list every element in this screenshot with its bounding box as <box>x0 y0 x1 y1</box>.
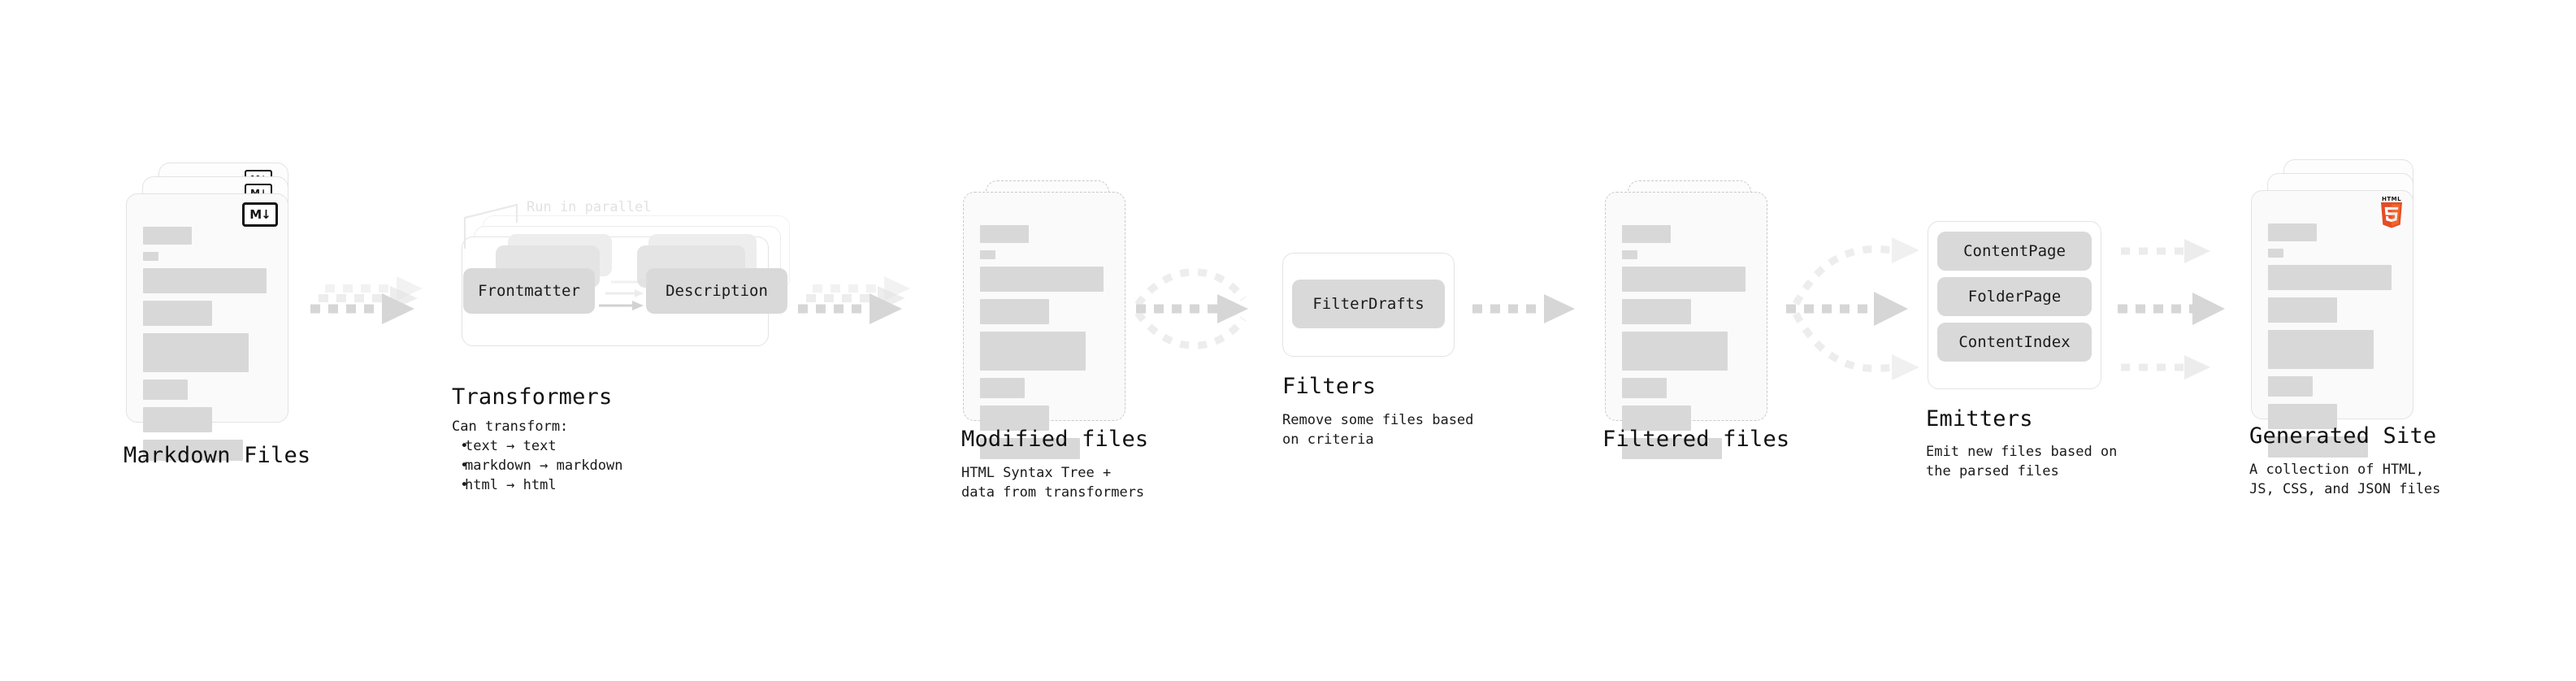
markdown-icon: M↓ <box>242 202 278 227</box>
markdown-files-title: Markdown Files <box>124 443 311 468</box>
markdown-card-front: M↓ <box>126 193 288 461</box>
emitter-chip-folderpage[interactable]: FolderPage <box>1937 277 2092 316</box>
skeleton-row <box>1622 267 1746 292</box>
generated-card-front: HTML <box>2251 190 2413 458</box>
arrow-transformers-to-modified <box>798 276 910 324</box>
filter-chip-filterdrafts[interactable]: FilterDrafts <box>1292 280 1445 328</box>
html5-icon: HTML <box>2379 196 2405 234</box>
markdown-files-card-stack: M↓ M↓ M↓ <box>126 163 321 461</box>
generated-site-card-stack: CSS HTML <box>2251 159 2454 458</box>
filtered-card-front <box>1605 192 1767 459</box>
emitter-chip-contentpage[interactable]: ContentPage <box>1937 232 2092 271</box>
transformer-chip-frontmatter[interactable]: Frontmatter <box>463 268 595 314</box>
skeleton-row <box>980 438 1081 459</box>
skeleton-row <box>143 380 189 400</box>
skeleton-row <box>143 301 213 326</box>
filtered-files-title: Filtered files <box>1602 427 1790 452</box>
skeleton-row <box>1622 332 1728 371</box>
list-item: •text → text <box>452 438 557 454</box>
html5-shield-icon <box>2381 202 2402 228</box>
skeleton-row <box>2268 249 2283 258</box>
bullet-dot-icon: • <box>452 477 469 493</box>
skeleton-row <box>1622 250 1637 259</box>
modified-card-skeleton <box>964 193 1125 459</box>
run-in-parallel-label: Run in parallel <box>527 199 652 215</box>
modified-files-title: Modified files <box>961 427 1149 452</box>
markdown-card-skeleton <box>127 194 288 461</box>
skeleton-row <box>2268 297 2338 323</box>
generated-site-title: Generated Site <box>2249 423 2437 449</box>
skeleton-row <box>1622 438 1723 459</box>
skeleton-row <box>1622 225 1672 243</box>
skeleton-row <box>1622 406 1692 431</box>
filtered-files-card-stack <box>1605 180 1800 459</box>
bullet-dot-icon: • <box>452 458 469 474</box>
transformers-title: Transformers <box>452 384 613 410</box>
modified-files-card-stack <box>963 180 1158 459</box>
skeleton-row <box>143 268 267 293</box>
transformers-subtitle: Can transform: <box>452 419 569 435</box>
skeleton-row <box>2268 376 2314 397</box>
filtered-card-skeleton <box>1606 193 1767 459</box>
skeleton-row <box>143 333 249 372</box>
skeleton-row <box>1622 378 1667 398</box>
arrow-filters-to-filtered <box>1472 294 1575 323</box>
transformer-chip-description[interactable]: Description <box>646 268 787 314</box>
generated-card-skeleton <box>2252 191 2413 458</box>
skeleton-row <box>980 225 1030 243</box>
arrow-emitters-to-generated <box>2118 239 2225 380</box>
skeleton-row <box>980 378 1026 398</box>
arrow-filtered-to-emitters <box>1786 237 1919 380</box>
emitter-chip-contentindex[interactable]: ContentIndex <box>1937 323 2092 362</box>
skeleton-row <box>2268 436 2369 458</box>
skeleton-row <box>143 227 193 245</box>
generated-site-subtitle: A collection of HTML, JS, CSS, and JSON … <box>2249 462 2441 497</box>
modified-card-front <box>963 192 1125 459</box>
arrow-markdown-to-transformers <box>310 276 423 324</box>
list-item: •html → html <box>452 477 557 493</box>
skeleton-row <box>2268 223 2318 241</box>
skeleton-row <box>2268 265 2392 290</box>
list-item: •markdown → markdown <box>452 458 623 474</box>
filters-subtitle: Remove some files based on criteria <box>1282 412 1474 448</box>
skeleton-row <box>143 252 158 261</box>
skeleton-row <box>143 440 244 461</box>
skeleton-row <box>2268 404 2338 429</box>
skeleton-row <box>980 250 995 259</box>
skeleton-row <box>980 267 1104 292</box>
skeleton-row <box>143 407 213 432</box>
modified-files-subtitle: HTML Syntax Tree + data from transformer… <box>961 465 1145 501</box>
transformers-bullet-list: •text → text •markdown → markdown •html … <box>452 436 622 495</box>
skeleton-row <box>980 332 1086 371</box>
skeleton-row <box>980 406 1050 431</box>
skeleton-row <box>2268 330 2374 369</box>
filters-title: Filters <box>1282 374 1377 399</box>
emitters-title: Emitters <box>1926 406 2033 432</box>
emitters-subtitle: Emit new files based on the parsed files <box>1926 444 2118 479</box>
skeleton-row <box>980 299 1050 324</box>
bullet-dot-icon: • <box>452 438 469 454</box>
skeleton-row <box>1622 299 1692 324</box>
